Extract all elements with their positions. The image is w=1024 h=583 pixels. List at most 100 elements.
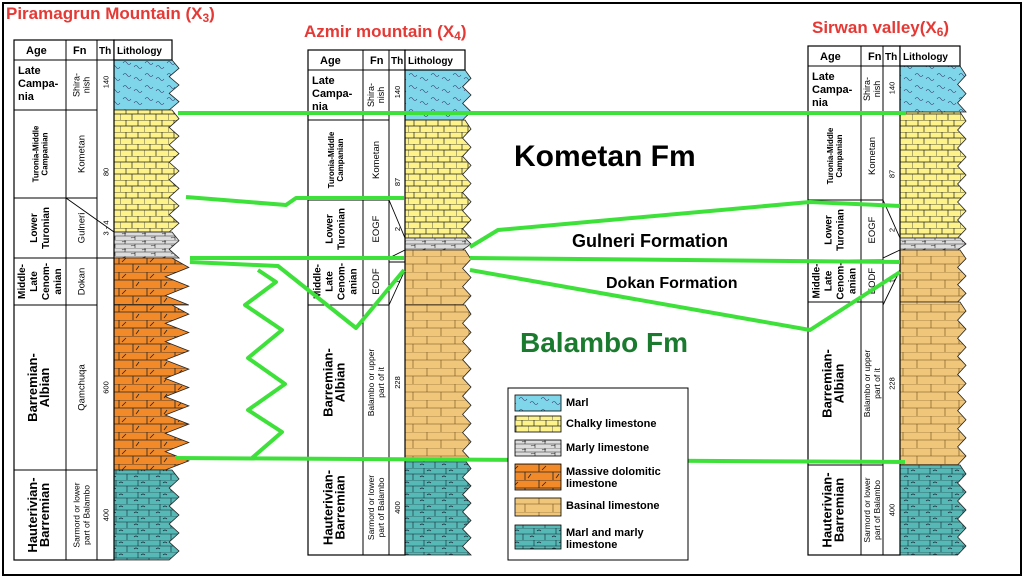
age-label: Turonian [41,207,52,249]
fn-label: Shira- [862,77,872,101]
age-label: Campanian [835,134,844,177]
thickness-label: 87 [393,178,402,186]
column-title-subscript: 6 [936,25,944,39]
fn-label-group: EOGF [867,216,878,243]
age-label: Middle- [313,264,324,299]
legend-label: Basinal limestone [566,500,660,512]
fn-label-group: Kometan [371,141,382,179]
age-label: anian [848,268,859,294]
fn-label: Shira- [366,83,376,107]
header-fn: Fn [73,45,87,57]
thickness-label: 140 [102,76,111,89]
fn-label: EODF [867,268,878,295]
thickness-label: 87 [888,170,897,178]
fn-label-group: Kometan [77,135,88,173]
lithology-block-dolomitic [113,257,190,306]
header-age: Age [820,51,841,63]
correlation-line-gulneri-top [468,200,901,249]
age-label: Cenom- [41,263,52,300]
age-label: nia [18,91,35,103]
age-label: Late [29,271,40,292]
legend-label: limestone [566,478,617,490]
formation-label-dokan: Dokan Formation [606,275,738,292]
thickness-label: 80 [102,168,111,176]
thickness-label: 1 [888,279,897,283]
fn-label-group: Shira-nish [862,77,882,101]
boundary-link-line [882,199,901,306]
age-label: Late [325,271,336,292]
fn-label: nish [872,81,882,98]
column-title-subscript: 4 [454,29,461,43]
age-label: Cenom- [337,263,348,300]
age-label-group: Barremian-Albian [820,349,847,418]
header-th: Th [99,46,111,57]
lithology-block-chalky [113,109,180,233]
column-title-close: ) [209,4,215,23]
thickness-group: 80 [102,168,111,176]
thickness-label: 600 [102,381,111,394]
age-label: Campanian [41,132,50,175]
fn-label: Sarmord or lower [862,477,872,542]
thickness-label: 140 [888,82,897,95]
column-title-close: ) [460,22,467,41]
thickness-label: 1 [393,279,402,283]
age-label: Lower [824,215,835,245]
age-label: Late [18,65,41,77]
fn-label-group: Kometan [867,137,878,175]
age-label: Turonian [337,208,348,250]
fn-label: Kometan [371,141,382,179]
header-fn: Fn [370,55,384,67]
correlation-lines [174,111,906,464]
fn-label-group: EOGF [371,215,382,242]
fn-label-group: Dokan [77,268,88,295]
age-label: Hauterivian- [25,477,40,552]
age-label: Turonia-Middle [327,131,336,188]
column-title-subscript: 3 [202,11,210,25]
legend-swatch-marly [514,439,562,457]
thickness-group: 228 [393,376,402,389]
fn-label: Qamchuqa [77,364,88,411]
age-label: Barremian [37,483,52,547]
thickness-group: 2 [888,228,897,232]
lithology-block-marly [404,237,472,251]
thickness-group: 600 [102,381,111,394]
lithology-block-marlmarly [899,464,967,556]
legend-swatch-chalky [514,415,562,433]
column-title-text: Sirwan valley(X [812,18,937,37]
lithology-block-marlmarly [404,459,472,556]
thickness-group: 1 [393,279,402,283]
age-label: Hauterivian- [321,470,336,545]
header-th: Th [391,56,403,67]
column-title-close: ) [943,18,950,37]
legend-swatch-marl [514,394,562,412]
age-label: Barremian [333,475,348,539]
age-label: anian [53,268,64,294]
column-title-x4: Azmir mountain (X4) [304,22,467,43]
correlation-line-kometan-base [185,195,404,207]
thickness-group: 87 [888,170,897,178]
thickness-group: 87 [393,178,402,186]
fn-label: Sarmord or lower [72,482,82,547]
age-label: Campa- [812,84,853,96]
formation-label-gulneri: Gulneri Formation [572,231,728,251]
header-lithology: Lithology [117,46,162,57]
thickness-label: 3 - 4 [102,220,111,235]
legend-swatch-dolomitic [514,463,562,491]
thickness-label: 140 [393,86,402,99]
thickness-label: 400 [102,509,111,522]
thickness-group: 140 [888,82,897,95]
fn-label: Balambo or upper [862,350,872,418]
fn-label: part of Balambo [376,477,386,537]
thickness-group: 228 [888,377,897,390]
